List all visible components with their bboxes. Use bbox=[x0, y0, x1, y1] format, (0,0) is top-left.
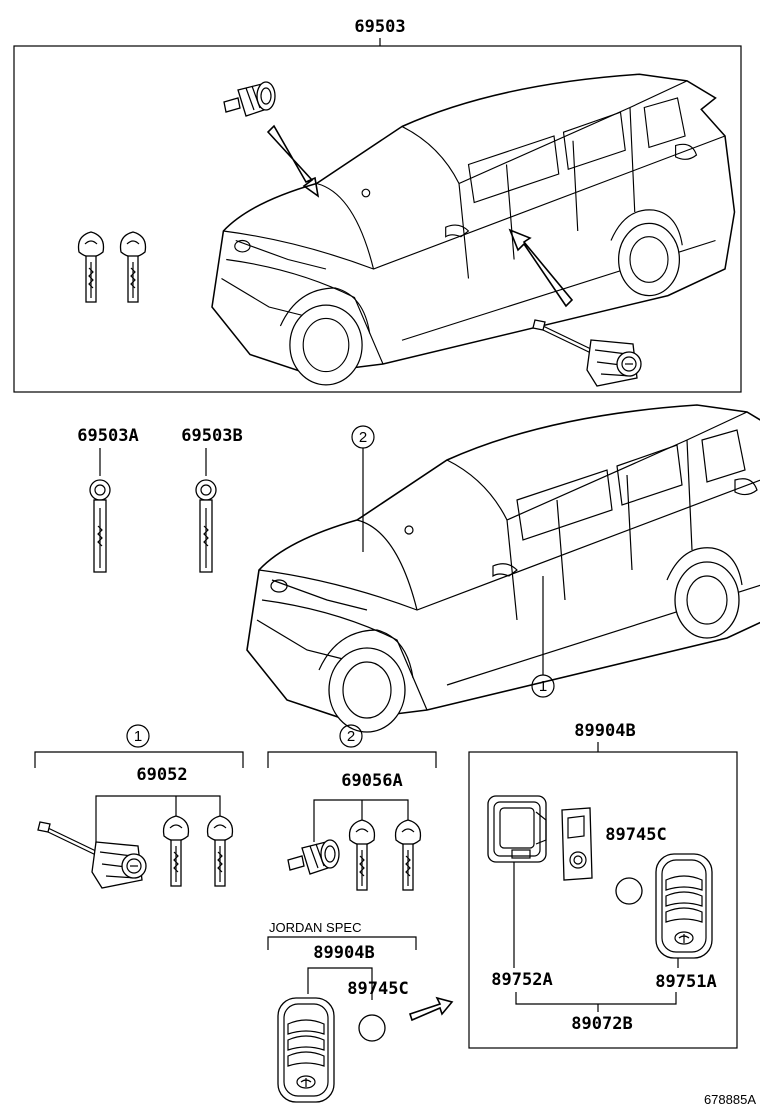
label-89904B-main: 89904B bbox=[574, 721, 635, 741]
door-lock-69052 bbox=[37, 821, 147, 889]
figure-code: 678885A bbox=[704, 1092, 756, 1107]
remote-89904B-box bbox=[468, 751, 738, 1049]
suv-middle bbox=[246, 404, 760, 733]
arrow-jordan bbox=[408, 996, 454, 1022]
label-jordan-spec: JORDAN SPEC bbox=[269, 920, 361, 935]
battery-jordan bbox=[358, 1014, 386, 1042]
arrow-top-right bbox=[508, 228, 574, 308]
arrow-top-left bbox=[266, 124, 320, 198]
callout-2-bottom: 2 bbox=[339, 724, 363, 748]
key-69503A bbox=[89, 479, 111, 573]
remote-fob-jordan bbox=[277, 997, 335, 1103]
label-69056A: 69056A bbox=[341, 771, 402, 791]
label-69503: 69503 bbox=[354, 17, 405, 37]
ignition-cylinder-top bbox=[223, 81, 276, 117]
label-89752A: 89752A bbox=[491, 970, 552, 990]
callout-2-top: 2 bbox=[351, 425, 375, 552]
key-69503B bbox=[195, 479, 217, 573]
label-69052: 69052 bbox=[136, 765, 187, 785]
label-69503B: 69503B bbox=[181, 426, 242, 446]
key-top-1 bbox=[77, 231, 105, 303]
key-69056A-2 bbox=[394, 819, 422, 891]
key-top-2 bbox=[119, 231, 147, 303]
case-front-89751A bbox=[655, 853, 713, 959]
label-89745C-main: 89745C bbox=[605, 825, 666, 845]
ignition-cylinder-69056A bbox=[287, 839, 340, 875]
callout-1-bottom: 1 bbox=[126, 724, 150, 748]
key-69052-1 bbox=[162, 815, 190, 887]
key-69056A-1 bbox=[348, 819, 376, 891]
label-89745C-jordan: 89745C bbox=[347, 979, 408, 999]
kit-69503-box bbox=[13, 45, 742, 393]
key-plate bbox=[561, 807, 593, 881]
svg-text:1: 1 bbox=[134, 728, 142, 745]
label-89904B-jordan: 89904B bbox=[313, 943, 374, 963]
callout-1-middle: 1 bbox=[531, 576, 555, 698]
label-89072B: 89072B bbox=[571, 1014, 632, 1034]
svg-text:2: 2 bbox=[347, 728, 355, 745]
case-rear-89752A bbox=[487, 795, 547, 863]
key-69052-2 bbox=[206, 815, 234, 887]
svg-text:1: 1 bbox=[539, 678, 547, 695]
label-89751A: 89751A bbox=[655, 972, 716, 992]
door-lock-top bbox=[532, 319, 642, 387]
battery-main bbox=[615, 877, 643, 905]
suv-top bbox=[211, 73, 736, 386]
svg-text:2: 2 bbox=[359, 429, 367, 446]
label-69503A: 69503A bbox=[77, 426, 138, 446]
